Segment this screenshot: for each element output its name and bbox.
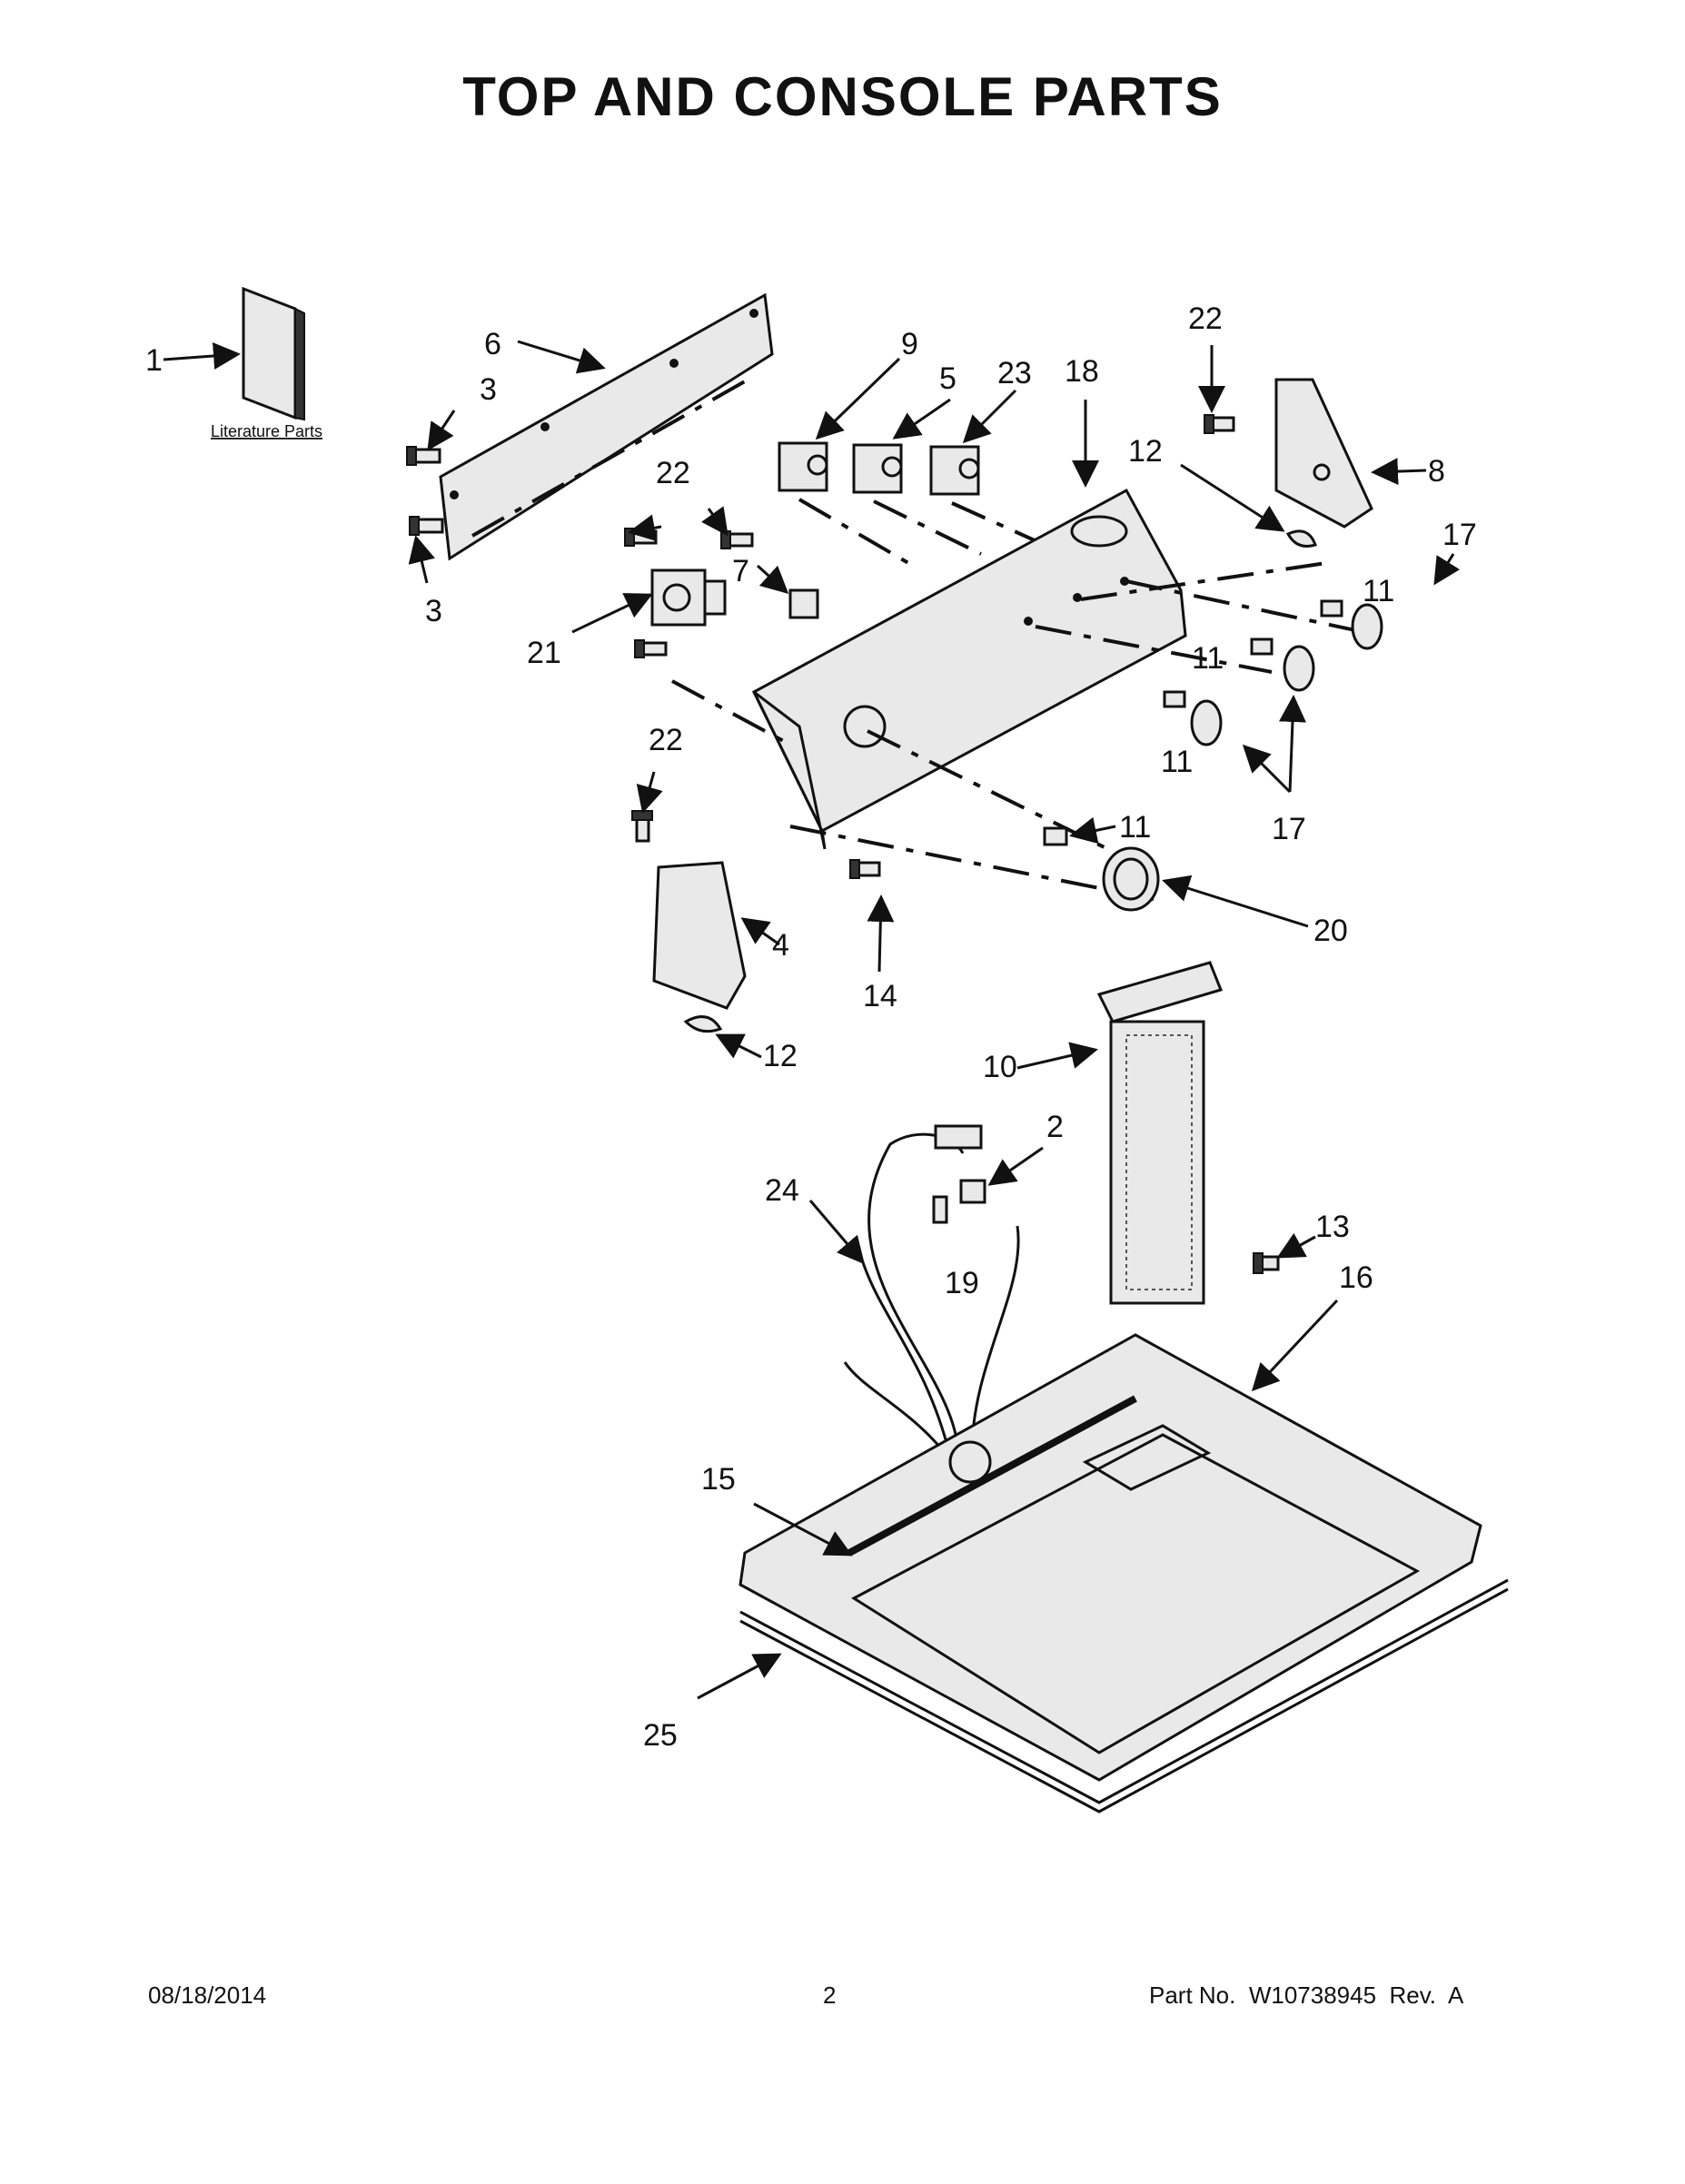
footer-part-number: Part No. W10738945 Rev. A [1149, 1981, 1464, 2009]
callout-3-lower: 3 [425, 594, 442, 628]
callout-15: 15 [701, 1462, 736, 1497]
callout-19: 19 [945, 1266, 979, 1300]
callout-18: 18 [1065, 354, 1099, 389]
callout-21: 21 [527, 636, 561, 670]
screw-22-d [631, 810, 653, 843]
top-gasket [739, 1578, 1509, 1804]
callout-7: 7 [732, 554, 749, 588]
callout-14: 14 [863, 979, 897, 1013]
dryer-top-panel [738, 1333, 1482, 1782]
top-gasket-inner [739, 1587, 1509, 1813]
console-dash-f [1125, 579, 1382, 637]
screw-22-c [634, 639, 668, 658]
callout-12-upper: 12 [1128, 434, 1163, 469]
knob-17-b [1283, 645, 1315, 692]
footer-date: 08/18/2014 [148, 1981, 267, 2009]
front-seal-strip [847, 1395, 1137, 1556]
rear-panel-dash-line [471, 380, 746, 538]
callout-22-c: 22 [1188, 301, 1223, 336]
callout-25: 25 [643, 1718, 678, 1753]
console-dash-a [671, 679, 791, 746]
callout-2: 2 [1046, 1110, 1064, 1144]
callout-17-upper: 17 [1442, 518, 1477, 552]
callout-16: 16 [1339, 1260, 1373, 1295]
callout-11-a: 11 [1363, 574, 1394, 608]
switch-5 [852, 443, 903, 494]
side-bracket [1274, 378, 1373, 529]
screw-22-b [720, 530, 754, 549]
console-dash-c [789, 825, 1155, 901]
switch-dash-c [951, 501, 1046, 547]
timer-switch [650, 568, 727, 627]
callout-11-c: 11 [1161, 745, 1193, 779]
callout-24: 24 [765, 1173, 799, 1208]
callout-3-upper: 3 [480, 372, 497, 407]
switch-9 [778, 441, 828, 492]
clip-12-lower [683, 1015, 723, 1033]
small-switch [788, 588, 819, 619]
screw-3-lower [409, 516, 444, 536]
screw-22-e [1204, 414, 1235, 434]
shaft-11-c [1163, 690, 1186, 708]
callout-11-d: 11 [1119, 810, 1151, 845]
callout-4: 4 [772, 928, 789, 963]
callout-22-a: 22 [656, 456, 690, 490]
literature-booklet [242, 286, 305, 421]
clip-12-upper [1285, 529, 1317, 548]
callout-12-lower: 12 [763, 1039, 798, 1073]
screw-14 [849, 859, 881, 879]
screw-13 [1253, 1252, 1280, 1274]
callout-23: 23 [997, 356, 1032, 390]
callout-8: 8 [1428, 454, 1445, 489]
knob-17-c [1190, 699, 1223, 746]
console-panel [752, 488, 1187, 850]
callout-11-b: 11 [1192, 641, 1224, 676]
callout-13: 13 [1315, 1210, 1350, 1244]
console-dash-d [1035, 625, 1273, 674]
switch-23 [929, 445, 980, 496]
literature-parts-label: Literature Parts [211, 422, 322, 440]
callout-22-b: 22 [649, 723, 683, 757]
callout-6: 6 [484, 327, 501, 361]
screw-19 [932, 1195, 948, 1224]
wire-harness [843, 1124, 1020, 1454]
callout-9: 9 [901, 327, 918, 361]
callout-17-lower: 17 [1272, 812, 1306, 846]
screw-3-upper [406, 446, 441, 466]
knob-17-a [1351, 603, 1383, 650]
console-dash-e [1080, 561, 1327, 601]
callout-10: 10 [983, 1050, 1017, 1084]
shaft-11-a [1320, 599, 1343, 618]
shaft-11-d [1043, 826, 1068, 846]
page-title: TOP AND CONSOLE PARTS [462, 66, 1223, 127]
callout-5: 5 [939, 361, 956, 396]
footer-page-number: 2 [823, 1981, 837, 2009]
timer-knob [1102, 846, 1160, 912]
shaft-11-b [1250, 637, 1274, 656]
lint-screen [1096, 961, 1224, 1305]
callout-1: 1 [145, 343, 163, 378]
end-cap [652, 861, 747, 1010]
console-rear-panel [439, 292, 774, 561]
switch-dash-a [798, 498, 910, 565]
switch-dash-b [873, 499, 982, 556]
callout-20: 20 [1313, 914, 1348, 948]
